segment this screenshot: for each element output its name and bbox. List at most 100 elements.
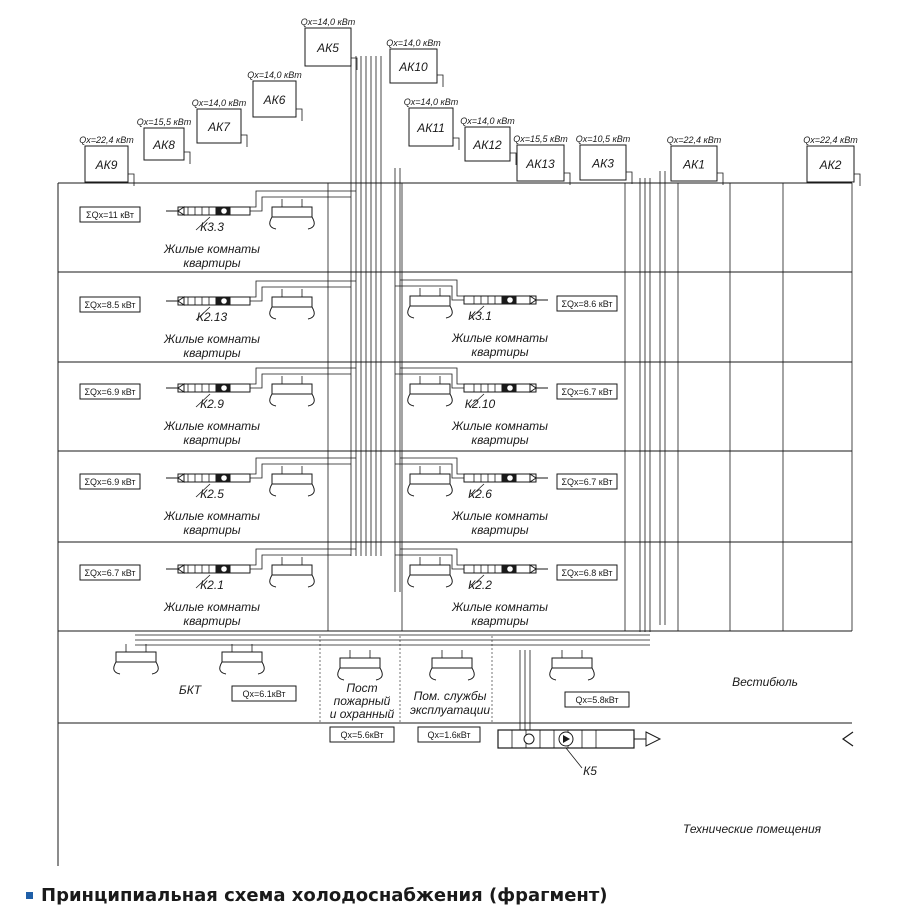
unit-power: Qx=15,5 кВт (137, 117, 192, 127)
unit-label: АК9 (95, 158, 118, 172)
pump-arrow-icon (563, 735, 570, 743)
unit-pipe (241, 134, 248, 147)
sum-box-text: ΣQx=8.6 кВт (561, 299, 612, 309)
fan-coil-unit (429, 650, 475, 681)
distribution-block (166, 564, 251, 574)
distribution-block (463, 295, 548, 305)
sum-box-frame (556, 295, 618, 312)
unit-box (670, 145, 718, 182)
unit-box (252, 80, 297, 118)
q-box-text: Qx=5.8кВт (575, 695, 618, 705)
block-tag: К3.3 (200, 220, 224, 234)
room-label-line2: квартиры (183, 346, 240, 360)
branch-pipe (400, 367, 464, 385)
airflow-arrow-icon (307, 393, 315, 407)
arrow-right-icon (529, 383, 537, 393)
valve-icon (523, 733, 535, 745)
tag-leader (195, 393, 211, 408)
block-body (463, 473, 537, 483)
sum-box-text: ΣQx=11 кВт (86, 210, 134, 220)
branch-pipe (395, 373, 464, 389)
unit-power: Qx=14,0 кВт (192, 98, 247, 108)
block-tag: К2.1 (200, 578, 224, 592)
airflow-arrow-icon (269, 216, 277, 230)
tag-leader (195, 574, 211, 589)
block-port (221, 298, 227, 304)
unit-power: Qx=22,4 кВт (667, 135, 722, 145)
sum-box-frame (556, 383, 618, 400)
q-box-frame (564, 691, 630, 708)
room-label-line1: Жилые комнаты (163, 509, 260, 523)
room-label-line2: квартиры (183, 256, 240, 270)
q-box-text: Qx=1.6кВт (427, 730, 470, 740)
unit-box (143, 127, 185, 161)
block-tag: К2.6 (468, 487, 492, 501)
fan-coil-body (409, 383, 451, 395)
unit-pipe (184, 151, 191, 164)
unit-power: Qx=14,0 кВт (404, 97, 459, 107)
arrow-left-icon (177, 296, 185, 306)
unit-pipe (564, 172, 571, 185)
airflow-arrow-icon (307, 483, 315, 497)
fan-coil-body (115, 651, 157, 663)
block-body (177, 564, 251, 574)
block-body (177, 473, 251, 483)
cooling-sum-box: ΣQx=6.9 кВт (79, 383, 141, 400)
room-label-line2: квартиры (471, 433, 528, 447)
outdoor-unit: АК9 Qx=22,4 кВт (79, 135, 135, 186)
unit-box (389, 48, 438, 84)
distribution-block (166, 473, 251, 483)
sum-box-text: ΣQx=6.8 кВт (561, 568, 612, 578)
cooling-sum-box: ΣQx=8.5 кВт (79, 296, 141, 313)
fan-coil-body (271, 296, 313, 308)
fan-coil-unit (549, 650, 595, 681)
block-port (221, 208, 227, 214)
fan-coil-body (339, 657, 381, 669)
block-tag: К2.9 (200, 397, 224, 411)
airflow-arrow-icon (269, 574, 277, 588)
room-label-line2: квартиры (183, 614, 240, 628)
room-label-line1: Жилые комнаты (163, 419, 260, 433)
distribution-block (463, 564, 548, 574)
fan-coil-unit (113, 644, 159, 675)
unit-label: АК1 (682, 158, 705, 172)
block-tag: К2.13 (197, 310, 228, 324)
sum-box-frame (79, 383, 141, 400)
arrow-left-icon (841, 731, 854, 747)
tag-leader (195, 216, 211, 231)
unit-power: Qx=14,0 кВт (247, 70, 302, 80)
room-label-service: эксплуатации (410, 703, 490, 717)
unit-power: Qx=22,4 кВт (79, 135, 134, 145)
room-label-line1: Жилые комнаты (451, 600, 548, 614)
unit-power: Qx=14,0 кВт (386, 38, 441, 48)
block-tag: К2.2 (468, 578, 492, 592)
fan-coil-unit (219, 644, 265, 675)
unit-box (84, 145, 129, 183)
room-label-line2: квартиры (183, 433, 240, 447)
airflow-arrow-icon (445, 574, 453, 588)
figure-caption: Принципиальная схема холодоснабжения (фр… (26, 880, 608, 910)
arrow-left-icon (177, 383, 185, 393)
cooling-sum-box: ΣQx=6.9 кВт (79, 473, 141, 490)
k5-tag: К5 (583, 764, 597, 778)
unit-label: АК2 (819, 158, 842, 172)
branch-pipe (250, 463, 351, 479)
branch-pipe (250, 457, 356, 475)
sum-box-text: ΣQx=6.7 кВт (561, 477, 612, 487)
airflow-arrow-icon (307, 216, 315, 230)
airflow-arrow-icon (269, 306, 277, 320)
block-body (177, 383, 251, 393)
caption-text: Принципиальная схема холодоснабжения (фр… (41, 884, 608, 906)
block-port (507, 475, 513, 481)
arrow-left-icon (177, 473, 185, 483)
arrow-left-icon (177, 206, 185, 216)
unit-pipe (510, 152, 517, 165)
q-box-frame (329, 726, 395, 743)
